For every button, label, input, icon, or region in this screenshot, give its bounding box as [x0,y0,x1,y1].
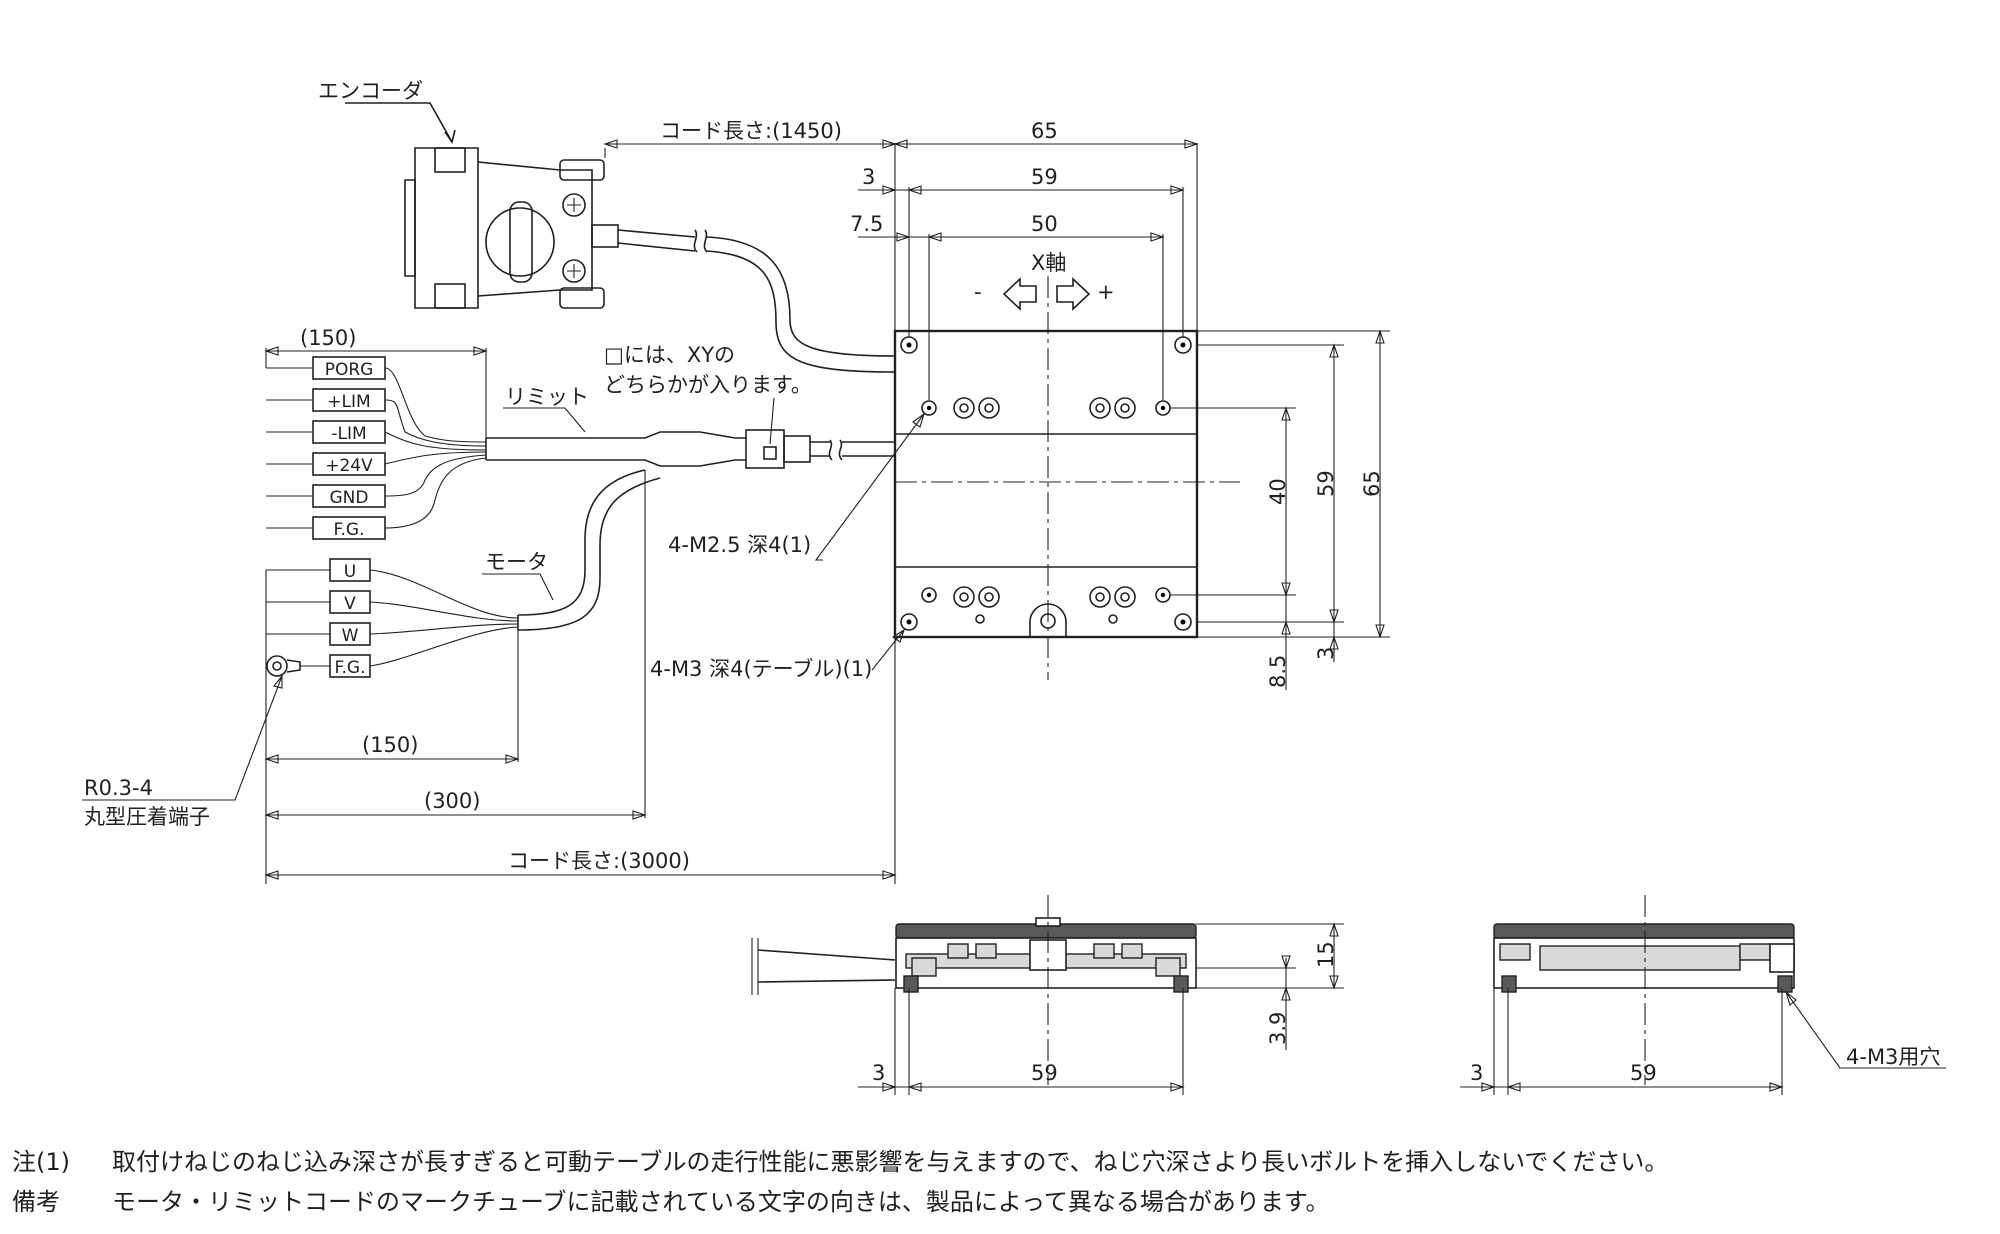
encoder-leader [345,102,453,143]
dim-right-65: 65 [1360,470,1384,497]
remark-text: モータ・リミットコードのマークチューブに記載されている文字の向きは、製品によって… [112,1188,1330,1216]
tap-m3-label: 4-M3 深4(テーブル)(1) [650,657,872,681]
stage-top-view [893,276,1240,680]
ring-terminal [266,655,301,677]
limit-wire-gnd: GND [330,488,369,508]
dim-top-3: 3 [862,165,875,189]
cable-150-top-text: (150) [300,326,356,350]
dim-right-40: 40 [1266,478,1290,505]
dimension-150-top: (150) [264,326,488,438]
side-view-dimensions: 3 59 4-M3用穴 [1460,988,1946,1095]
ring-terminal-spec: R0.3-4 [84,776,153,800]
dim-bottom-left-59: 59 [1031,1061,1058,1085]
right-dimensions: 40 59 65 8.5 3 [1170,329,1390,690]
note-row: 注(1) 取付けねじのねじ込み深さが長すぎると可動テーブルの走行性能に悪影響を与… [12,1142,1668,1182]
motor-wire-u: U [344,562,356,582]
dim-top-59: 59 [1031,165,1058,189]
motor-wire-fg: F.G. [334,658,365,678]
cable-300-text: (300) [424,789,480,813]
xy-note-line1: □には、XYの [604,343,735,367]
dim-bottom-left-3: 3 [872,1061,885,1085]
encoder-connector [404,147,708,309]
dim-top-65: 65 [1031,119,1058,143]
dim-bottom-right-3: 3 [1470,1061,1483,1085]
axis-minus: - [974,280,982,304]
top-dimensions: 65 3 59 7.5 50 [850,119,1199,400]
dim-bottom-right-59: 59 [1630,1061,1657,1085]
ring-terminal-type: 丸型圧着端子 [84,805,210,829]
front-view-dimensions: 15 3.9 3 59 [858,922,1344,1095]
remark-mark: 備考 [12,1188,60,1216]
dim-right-3: 3 [1314,647,1338,660]
encoder-cable [706,236,896,373]
encoder-label: エンコーダ [318,79,423,103]
dim-side-15: 15 [1314,941,1338,968]
motor-wire-labels: U V W F.G. [266,558,371,678]
tap-m3-leader [871,629,905,671]
limit-wire-24v: +24V [325,456,373,476]
xy-note-line2: どちらかが入ります。 [604,373,812,397]
stage-front-view [751,895,1197,1085]
ring-terminal-leader [82,675,283,801]
cord-length-total-text: コード長さ:(3000) [508,849,690,873]
limit-wire-fg: F.G. [333,520,364,540]
limit-motor-cable [369,367,895,667]
limit-wire-porg: PORG [325,360,374,380]
dim-top-50: 50 [1031,212,1058,236]
note-text: 取付けねじのねじ込み深さが長すぎると可動テーブルの走行性能に悪影響を与えますので… [112,1148,1669,1176]
dim-right-8-5: 8.5 [1266,655,1290,688]
motor-wire-v: V [344,594,356,614]
dim-side-3-9: 3.9 [1266,1012,1290,1045]
stage-side-view [1493,895,1795,1085]
dim-top-7-5: 7.5 [850,212,883,236]
motor-label: モータ [485,550,548,574]
cord-length-encoder-text: コード長さ:(1450) [660,119,842,143]
axis-label: X軸 [1031,251,1066,275]
axis-plus: + [1097,280,1115,304]
limit-wire-labels: PORG +LIM -LIM +24V GND F.G. [266,356,386,540]
xy-note-leader [769,397,775,445]
hole-m3-label: 4-M3用穴 [1846,1045,1940,1069]
tap-m25-leader [814,413,925,561]
cable-dimensions-bottom: (150) (300) コード長さ:(3000) [264,470,897,884]
note-mark: 注(1) [12,1148,70,1176]
dim-right-59: 59 [1314,470,1338,497]
cable-150-bottom-text: (150) [362,733,418,757]
motor-wire-w: W [342,626,359,646]
limit-leader [503,407,586,433]
remark-row: 備考 モータ・リミットコードのマークチューブに記載されている文字の向きは、製品に… [12,1182,1668,1222]
limit-label: リミット [505,385,589,409]
notes-section: 注(1) 取付けねじのねじ込み深さが長すぎると可動テーブルの走行性能に悪影響を与… [12,1142,1668,1222]
dimension-cord-1450: コード長さ:(1450) [603,119,897,158]
tap-m25-label: 4-M2.5 深4(1) [668,533,811,557]
motor-leader [482,573,554,601]
limit-wire-minus-lim: -LIM [331,424,366,444]
limit-wire-plus-lim: +LIM [327,392,370,412]
